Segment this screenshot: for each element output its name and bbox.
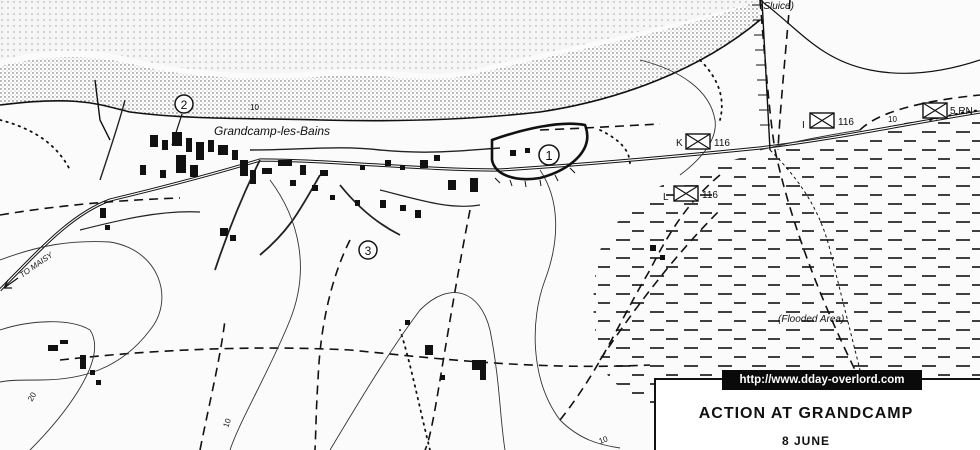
jetty [94, 79, 111, 141]
svg-text:5 RN: 5 RN [950, 106, 973, 117]
unit-k-116: K 116 [676, 133, 730, 150]
unit-5rn: 5 RN [922, 102, 973, 119]
map-title: ACTION AT GRANDCAMP [698, 405, 914, 422]
fortification-ticks [494, 167, 576, 188]
svg-text:116: 116 [838, 117, 854, 128]
map-date: 8 JUNE [781, 434, 831, 448]
contour-label: 10 [598, 434, 610, 446]
place-label-grandcamp: Grandcamp-les-Bains [214, 124, 330, 138]
place-label-flooded: (Flooded Area) [778, 314, 844, 325]
coast-edge-right [759, 0, 980, 74]
contour-label: 10 [888, 115, 897, 124]
sea-area [0, 0, 760, 74]
svg-text:I: I [802, 120, 805, 131]
village-street [249, 147, 501, 153]
svg-text:3: 3 [365, 244, 372, 258]
svg-text:1: 1 [545, 148, 552, 163]
road-south-3 [339, 184, 401, 236]
marker-3: 3 [358, 240, 378, 260]
svg-text:K: K [676, 138, 683, 149]
contour-label: 10 [221, 417, 233, 429]
road-east [379, 189, 481, 207]
svg-text:L: L [663, 192, 669, 203]
svg-text:2: 2 [181, 98, 188, 112]
village-buildings [48, 132, 665, 385]
shoreline [0, 19, 761, 122]
road-north [99, 99, 126, 181]
svg-text:116: 116 [714, 138, 730, 149]
watermark-url[interactable]: http://www.dday-overlord.com [722, 370, 922, 390]
marker-2: 2 [171, 94, 194, 146]
fortified-position [490, 122, 589, 181]
creek [769, 149, 861, 371]
map-title-box: ACTION AT GRANDCAMP 8 JUNE [654, 378, 980, 450]
contour-lines [0, 59, 861, 450]
contour-label: 10 [250, 103, 259, 112]
svg-text:116: 116 [702, 190, 718, 201]
beach-area [0, 0, 760, 121]
dotted-boundaries [0, 59, 980, 450]
unit-l-116: L 116 [663, 185, 718, 203]
unit-i-116: I 116 [802, 112, 854, 131]
road-west [79, 211, 201, 231]
railway [752, 0, 771, 151]
marker-1: 1 [538, 144, 560, 166]
place-label-sluice: (Sluice) [760, 1, 794, 12]
arrow-icon [3, 277, 19, 289]
